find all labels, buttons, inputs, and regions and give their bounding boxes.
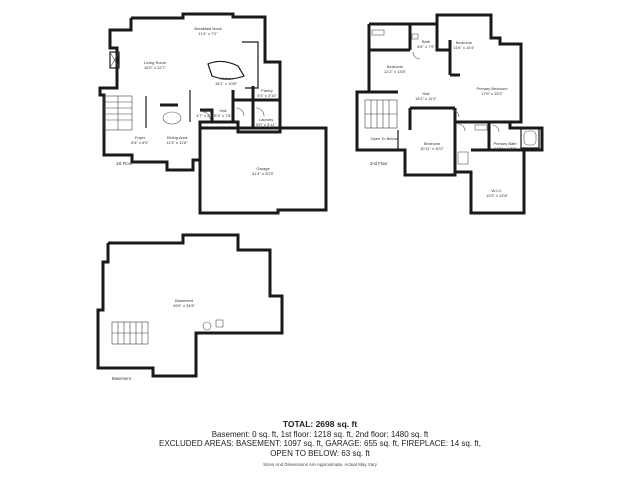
room-dims: 8'6" x 7'9" [417,44,435,49]
room-dims: 16'1" x 10'8" [215,81,238,86]
room-name: Pantry [261,88,273,93]
room-name: Kitchen [219,76,232,81]
excluded-areas: EXCLUDED AREAS: BASEMENT: 1097 sq. ft, G… [159,439,481,449]
room-dims: 5'4" x 3'10" [257,93,277,98]
room-name: Bedroom [424,141,441,146]
room-name: Laundry [259,117,273,122]
second-floor-stairs [364,99,398,129]
room-name: Bedroom [387,64,404,69]
room-name: Dining Area [167,135,188,140]
room-name: W.I.C. [492,188,503,193]
shower [457,151,469,165]
room-dims: 4'7" x 4'11" [196,113,216,118]
room-dims: 11'6" x 14'4" [453,45,475,50]
floor-plans: Breakfast Nook 11'4" x 7'2" Living Room … [96,12,544,381]
first-floor-stairs [103,95,133,131]
room-dims: 31'4" x 20'3" [252,171,275,176]
room-dims: 12'2" x 13'8" [384,69,407,74]
room-name: Garage [256,166,270,171]
room-dims: 17'9" x 15'2" [481,91,504,96]
room-name: Primary Bedroom [476,86,508,91]
floor-label: 2nd Floor [370,161,388,166]
open-to-below-area: OPEN TO BELOW: 63 sq. ft [270,448,370,458]
room-dims: 12'9" x 12'8" [486,193,509,198]
room-dims: 16'0" x 22'7" [144,65,167,70]
room-name: Primary Bath [493,141,516,146]
room-dims: 10'11" x 10'2" [420,146,444,151]
second-floor-plan: Bedroom 11'6" x 14'4" Bedroom 12'2" x 13… [355,13,544,215]
room-name: Breakfast Nook [194,26,221,31]
room-dims: 14'7" x 13'3" [494,146,517,151]
room-dims: 11'4" x 7'2" [198,31,218,36]
floor-label: 1st Floor [116,161,133,166]
basement-plan: Basement 49'6" x 34'5" Basement [96,233,284,381]
vanity [474,124,488,131]
bathtub [520,127,540,149]
water-heater [202,321,212,331]
first-floor-plan: Breakfast Nook 11'4" x 7'2" Living Room … [98,12,282,172]
room-dims: 11'3" x 11'5" [166,140,188,145]
area-summary: TOTAL: 2698 sq. ft Basement: 0 sq. ft, 1… [0,419,640,470]
room-dims: 6'0" x 5'11" [256,122,276,127]
basement-wall [96,233,284,378]
second-floor-exterior-wall [355,13,544,215]
room-name: Bedroom [456,40,473,45]
floor-label: Basement [112,376,132,381]
garage-wall [198,126,328,215]
furnace [215,319,224,328]
toilet [411,33,419,40]
first-floor-exterior-wall [98,12,282,172]
room-name: Bath [202,108,210,113]
kitchen-counter [242,41,259,89]
room-name: Bath [422,39,430,44]
room-name: Foyer [135,135,146,140]
room-name: Hall [220,108,227,113]
room-dims: 8'4" x 6'0" [131,140,149,145]
floor-areas: Basement: 0 sq. ft, 1st floor: 1218 sq. … [211,429,429,439]
kitchen-island [207,60,245,80]
room-name: Basement [175,298,194,303]
room-name: Living Room [144,60,167,65]
basement-stairs [111,321,149,345]
room-dims: 6'3" x 7'8" [214,113,232,118]
room-dims: 18'1" x 11'3" [415,96,437,101]
total-area: TOTAL: 2698 sq. ft [282,419,358,429]
disclaimer: Sizes And Dimensions Are Approximate, Ac… [263,462,377,468]
fireplace [109,51,120,69]
room-name: Hall [423,91,430,96]
dining-table [162,111,182,125]
garage-plan: Garage 31'4" x 20'3" [198,126,328,215]
room-dims: 49'6" x 34'5" [173,303,196,308]
room-name: Open To Below [370,136,397,141]
